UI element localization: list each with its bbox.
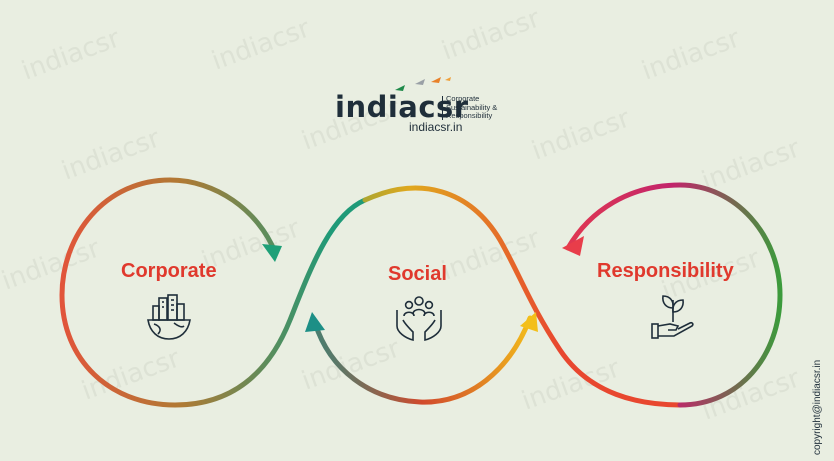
community-hands-icon: [396, 296, 442, 342]
logo-tagline: Corporate Sustainability & Responsibilit…: [446, 94, 506, 121]
arrowhead-lower-left: [305, 312, 325, 332]
arrowhead-right-loop: [562, 236, 584, 256]
logo-tagline-line: Corporate: [446, 94, 480, 103]
city-globe-icon: [147, 294, 191, 340]
logo-url: indiacsr.in: [409, 120, 463, 134]
plant-hand-icon: [651, 295, 694, 339]
logo-divider: [442, 96, 443, 120]
corporate-label: Corporate: [121, 260, 217, 282]
birds-icon: [395, 77, 451, 91]
center-upper-curve: [362, 185, 683, 408]
arrowhead-lower-right: [520, 312, 538, 332]
copyright-notice: copyright@indiacsr.in: [812, 359, 823, 455]
logo-tagline-line: Sustainability &: [446, 102, 498, 112]
arrowhead-left-loop: [262, 244, 282, 262]
right-loop-curve: [565, 182, 783, 408]
logo-wordmark: indiacsr: [335, 90, 469, 124]
logo-tagline-line: Responsibility: [446, 111, 493, 120]
responsibility-label: Responsibility: [597, 260, 734, 282]
social-label: Social: [388, 263, 447, 285]
center-lower-curve: [312, 315, 533, 405]
left-loop-curve: [59, 177, 368, 408]
